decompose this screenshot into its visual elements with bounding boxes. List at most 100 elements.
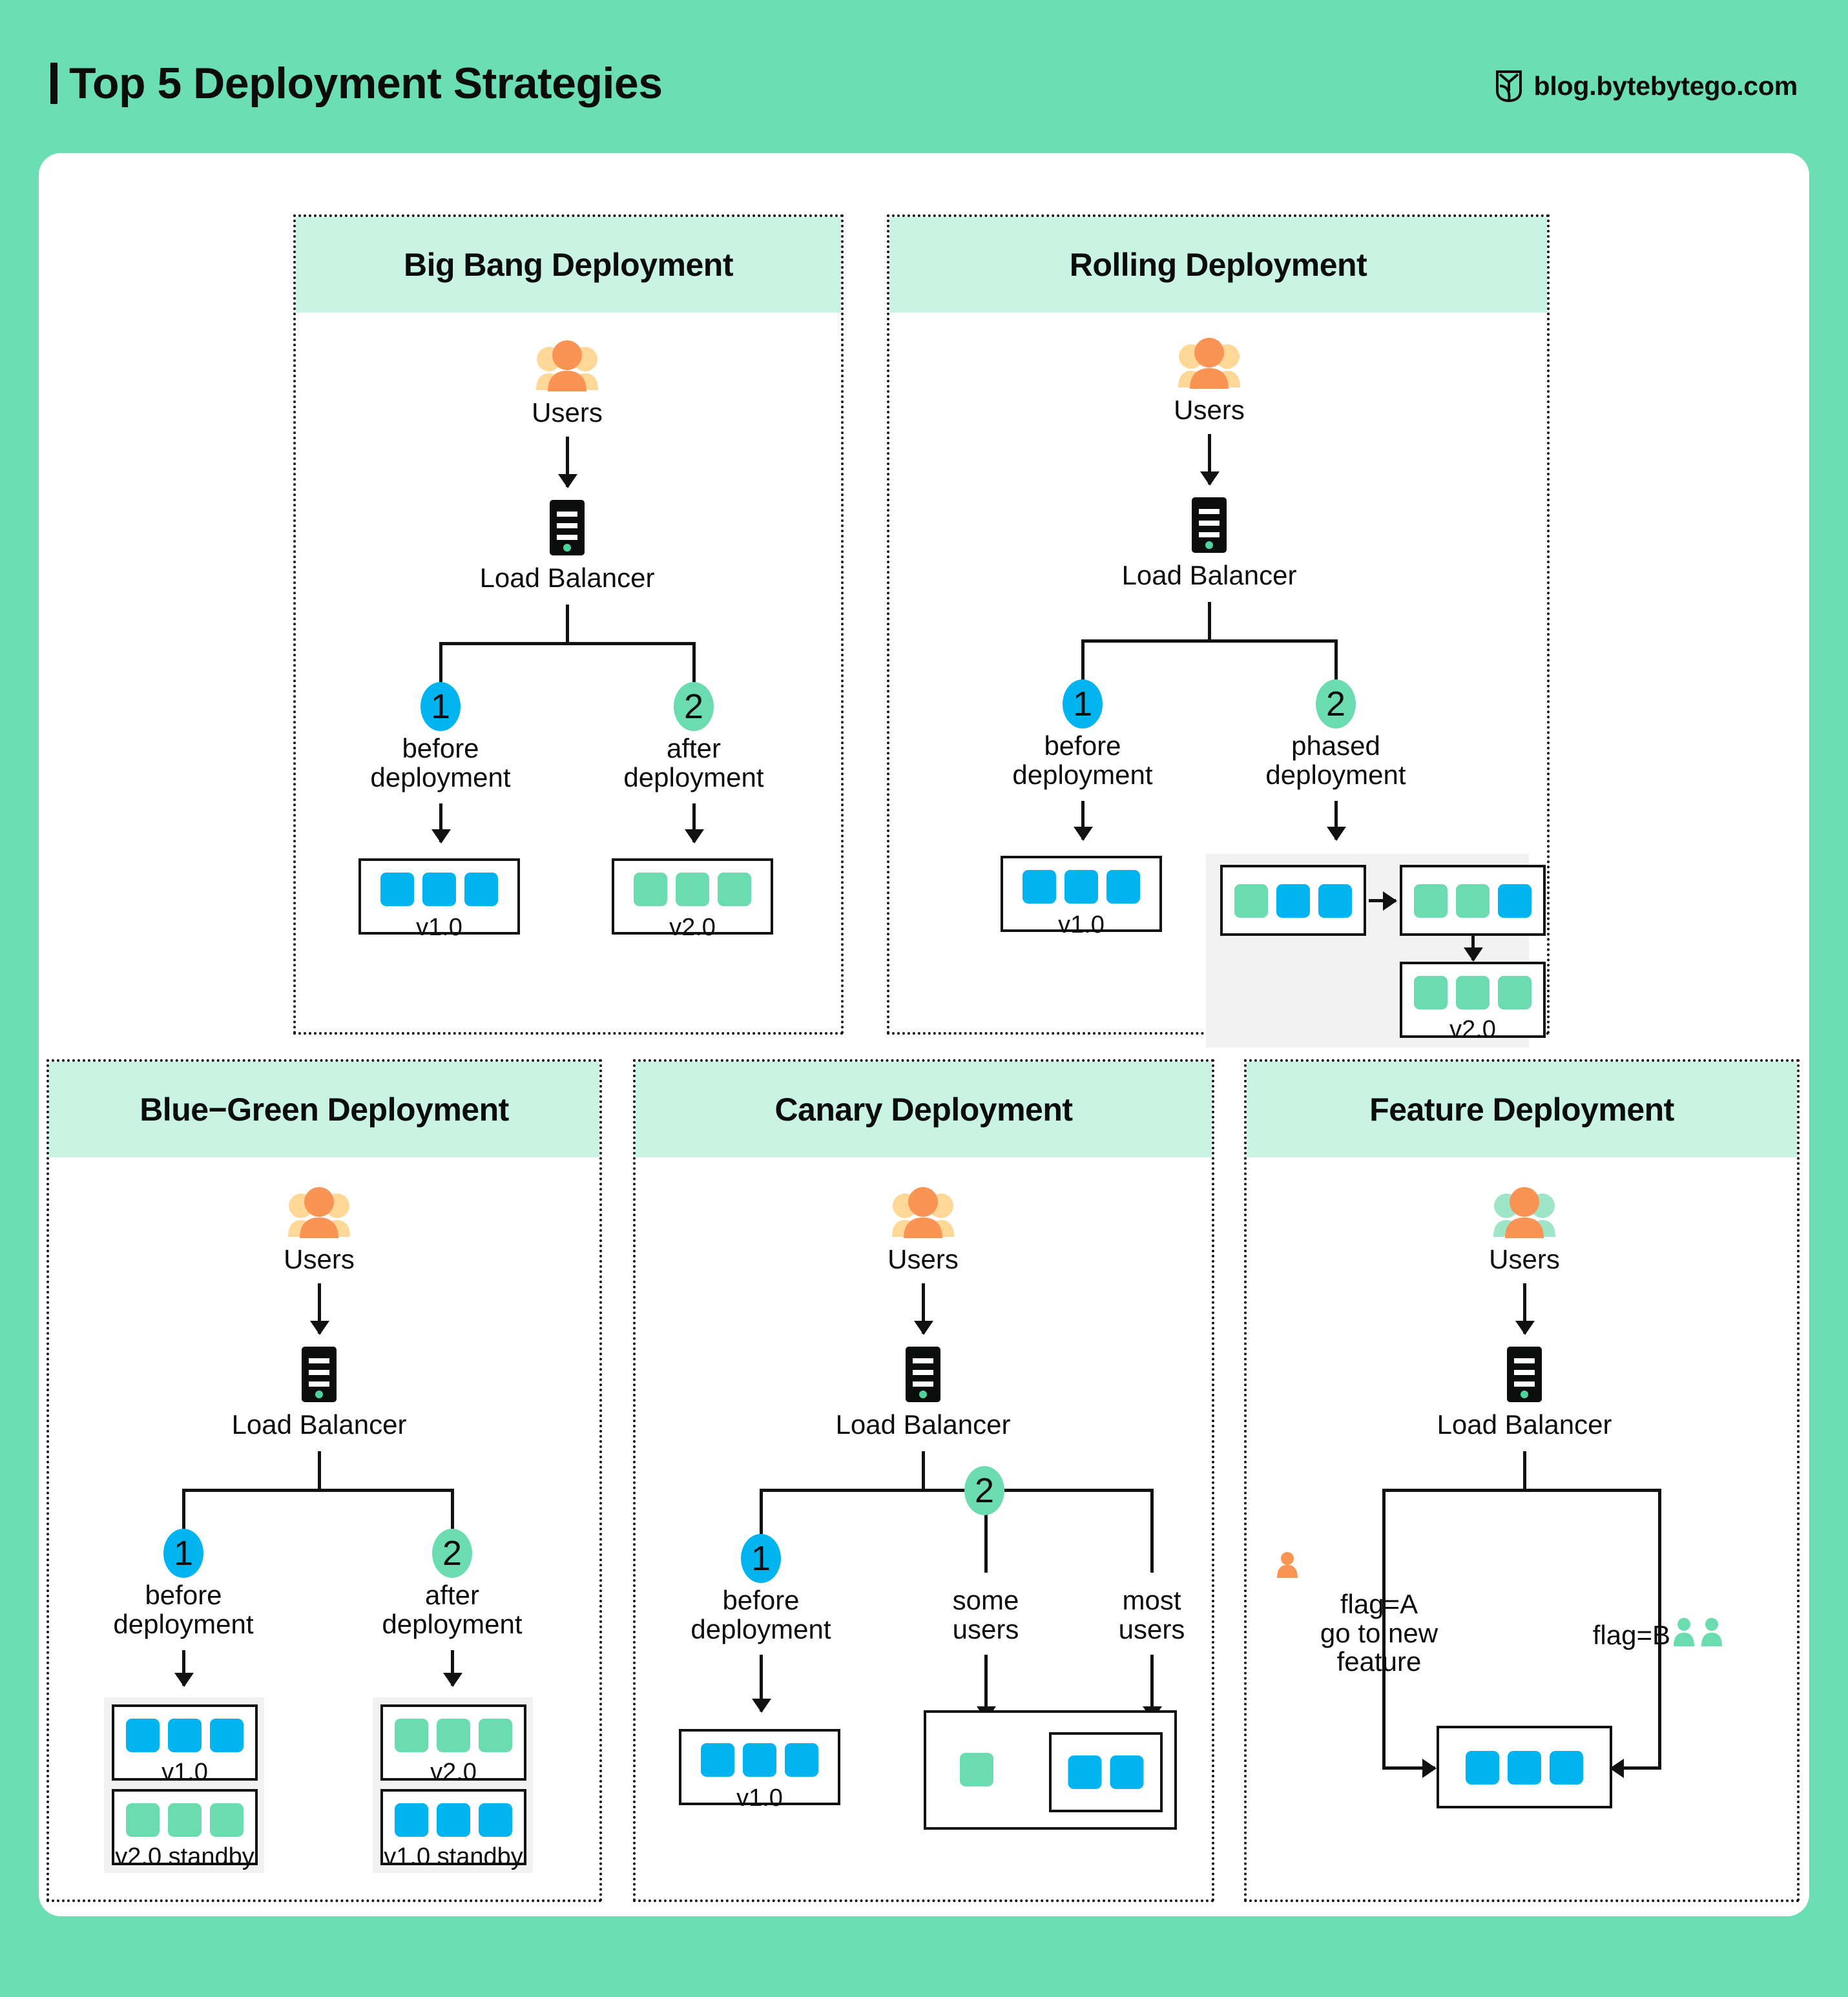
server-icon (1190, 496, 1228, 557)
tree-crossbar (439, 642, 695, 645)
load-balancer-label: Load Balancer (835, 1409, 1011, 1440)
title-accent-bar (50, 63, 57, 104)
chip (464, 873, 498, 906)
chip-row (1414, 884, 1531, 918)
step-badge-1: 1 (741, 1534, 781, 1583)
users-label: Users (1489, 1244, 1560, 1274)
card-blue-green[interactable]: Blue−Green Deployment Users (47, 1059, 602, 1902)
version-box-v1: v1.0 (679, 1729, 840, 1810)
users-icon (891, 1186, 955, 1243)
chip (395, 1803, 428, 1837)
chip-row (1068, 1755, 1144, 1789)
arrow-to-stack-2 (451, 1650, 454, 1686)
version-box-v2: v2.0 (380, 1704, 526, 1785)
arrow-users-to-lb (318, 1283, 321, 1334)
chip (1414, 884, 1448, 918)
version-tag: v1.0 (416, 914, 462, 941)
branch-label-before-deployment: before deployment (113, 1580, 254, 1639)
tree-trunk (922, 1451, 925, 1491)
arrow-to-phased-zone (1334, 801, 1338, 840)
version-tag: v1.0 standby (384, 1843, 523, 1870)
users-icon (1492, 1186, 1557, 1243)
arrow-to-box-2 (692, 803, 696, 842)
tree-branch-left (439, 642, 442, 690)
chip (1414, 976, 1448, 1009)
chip (1276, 884, 1310, 918)
tree-branch-left (182, 1489, 185, 1537)
chip-canary (960, 1753, 993, 1786)
version-tag: v1.0 (736, 1785, 783, 1812)
card-header-feature: Feature Deployment (1247, 1062, 1797, 1157)
tree-branch-left (1081, 639, 1085, 688)
card-big-bang[interactable]: Big Bang Deployment Users (293, 214, 844, 1035)
chip (1498, 976, 1531, 1009)
chip (422, 873, 456, 906)
pair-user-icon-green (1673, 1617, 1725, 1650)
tree-branch-right (692, 642, 696, 690)
card-header-rolling: Rolling Deployment (889, 217, 1547, 313)
bytebytego-logo-icon (1496, 70, 1522, 103)
card-body: Users Load Balancer 1 (889, 313, 1547, 1048)
arrow-some-users (984, 1655, 988, 1719)
card-canary[interactable]: Canary Deployment Users (633, 1059, 1214, 1902)
single-user-icon-orange (1276, 1551, 1298, 1582)
arrow-to-stack-1 (182, 1650, 185, 1686)
chip (701, 1743, 734, 1777)
version-tag: v2.0 standby (115, 1843, 254, 1870)
chip (1466, 1751, 1499, 1785)
branch-label-most-users: most users (1118, 1585, 1185, 1644)
chip-row (1466, 1751, 1583, 1785)
load-balancer-label: Load Balancer (231, 1409, 407, 1440)
chip (1508, 1751, 1541, 1785)
branch-label-before-deployment: before deployment (690, 1585, 831, 1644)
tree-trunk (566, 605, 569, 645)
arrow-flag-a-into-box (1382, 1766, 1435, 1770)
step-badge-2: 2 (432, 1529, 472, 1578)
flag-a-label: flag=A go to new feature (1320, 1589, 1438, 1677)
tree-branch-left (760, 1489, 763, 1540)
version-tag: v1.0 (161, 1759, 208, 1786)
card-title: Feature Deployment (1369, 1092, 1674, 1128)
tree-branch-right (451, 1489, 454, 1537)
tree-crossbar (1382, 1489, 1661, 1492)
version-tag: v2.0 (1449, 1016, 1496, 1043)
tree-trunk (1523, 1451, 1526, 1491)
users-icon (535, 340, 599, 396)
feature-target-box (1437, 1726, 1612, 1808)
chip (1234, 884, 1268, 918)
users-label: Users (532, 397, 603, 428)
users-icon (1177, 337, 1241, 393)
load-balancer-label: Load Balancer (1121, 560, 1297, 590)
chip-row (395, 1719, 512, 1752)
version-box-v1: v1.0 (1001, 856, 1162, 937)
card-rolling[interactable]: Rolling Deployment Users (887, 214, 1550, 1048)
chip (479, 1719, 512, 1752)
version-box-v2-standby: v2.0 standby (112, 1789, 258, 1869)
canary-stable-box (1049, 1732, 1163, 1812)
brand-group[interactable]: blog.bytebytego.com (1495, 69, 1798, 103)
step-badge-2: 2 (1316, 679, 1356, 729)
step-badge-1: 1 (163, 1529, 203, 1578)
version-box-v2: v2.0 (612, 858, 773, 940)
arrow-most-users (1150, 1655, 1154, 1719)
arrow-users-to-lb (1208, 434, 1211, 484)
version-tag: v2.0 (669, 914, 716, 941)
branch-label-some-users: some users (952, 1585, 1019, 1644)
chip (126, 1719, 160, 1752)
users-label: Users (284, 1244, 355, 1274)
card-feature[interactable]: Feature Deployment Users (1244, 1059, 1800, 1902)
arrow-users-to-lb (1523, 1283, 1526, 1334)
branch-label-before-deployment: before deployment (370, 733, 511, 792)
arrow-flag-b-into-box (1611, 1766, 1661, 1770)
content-panel: Big Bang Deployment Users (39, 153, 1809, 1916)
arrow-to-box-1 (1081, 801, 1085, 840)
brand-text: blog.bytebytego.com (1533, 70, 1798, 101)
chip (395, 1719, 428, 1752)
chip (634, 873, 667, 906)
card-body: Users Load Balancer (1247, 1157, 1797, 1902)
users-icon (287, 1186, 351, 1243)
rail-left (1382, 1489, 1386, 1768)
branch-label-phased-deployment: phased deployment (1265, 730, 1406, 790)
chip (437, 1803, 470, 1837)
chip (126, 1803, 160, 1837)
